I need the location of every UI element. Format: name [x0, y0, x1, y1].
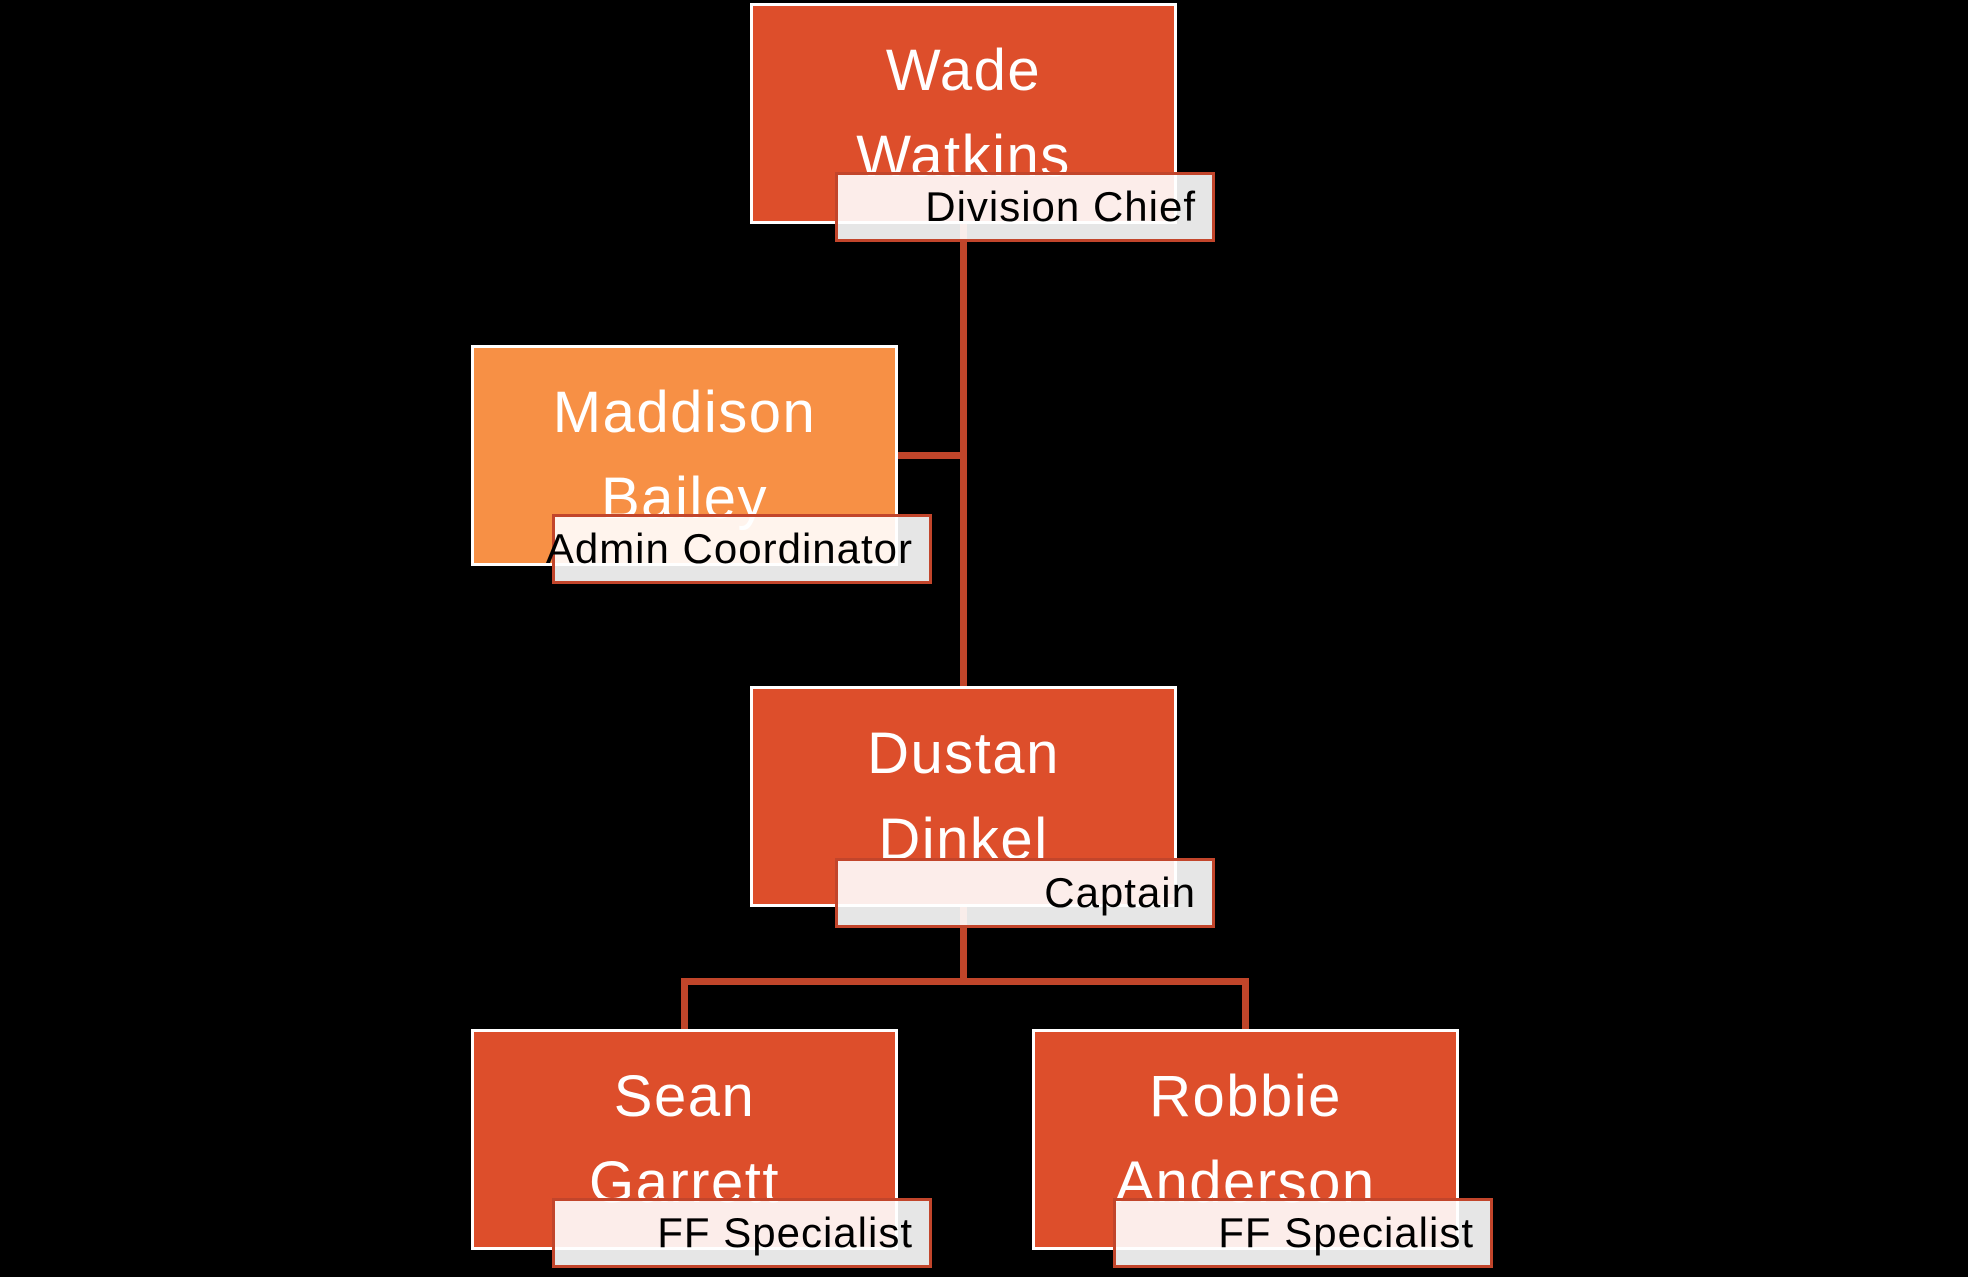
node-name-line: Sean — [613, 1063, 756, 1129]
connector-maddison-assistant — [893, 452, 963, 459]
connector-to-sean — [681, 978, 688, 1034]
connector-dustan-down — [960, 900, 967, 985]
node-title: FF Specialist — [657, 1209, 913, 1256]
title-badge-division-chief: Division Chief — [835, 172, 1215, 242]
node-name-line: Robbie — [1149, 1063, 1342, 1129]
title-badge-ff-specialist-sean: FF Specialist — [552, 1198, 932, 1268]
title-badge-ff-specialist-robbie: FF Specialist — [1113, 1198, 1493, 1268]
connector-children-horizontal — [681, 978, 1249, 985]
connector-wade-to-dustan — [960, 190, 967, 690]
node-title: Captain — [1044, 869, 1196, 916]
title-badge-admin-coordinator: Admin Coordinator — [546, 514, 932, 584]
node-name-line: Maddison — [552, 379, 817, 445]
connector-to-robbie — [1242, 978, 1249, 1034]
node-name-line: Wade — [885, 37, 1042, 103]
node-title: FF Specialist — [1218, 1209, 1474, 1256]
node-name-line: Dustan — [867, 720, 1060, 786]
node-title: Division Chief — [925, 183, 1196, 230]
title-badge-captain: Captain — [835, 858, 1215, 928]
node-title: Admin Coordinator — [545, 525, 913, 572]
